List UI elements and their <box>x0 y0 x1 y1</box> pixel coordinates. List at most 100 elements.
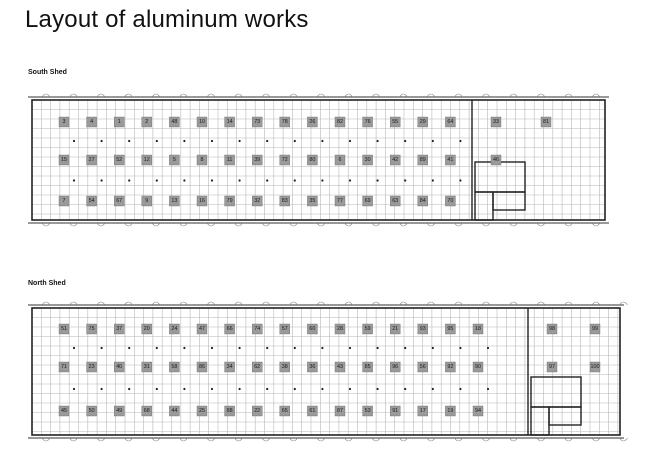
station-cell: 1 <box>113 116 125 128</box>
station-cell: 86 <box>196 361 208 373</box>
station-number: 14 <box>227 119 233 125</box>
station-box <box>113 323 125 335</box>
station-box <box>472 361 484 373</box>
station-box <box>307 116 318 128</box>
station-cell: 79 <box>224 195 235 207</box>
station-number: 86 <box>199 364 205 370</box>
station-cell: 66 <box>224 323 235 335</box>
station-box <box>169 116 180 128</box>
station-number: 3 <box>63 119 66 125</box>
station-box <box>589 361 601 373</box>
station-box <box>445 116 456 128</box>
station-box <box>113 405 125 417</box>
station-cell: 98 <box>546 323 558 335</box>
station-box <box>546 361 558 373</box>
station-box <box>490 154 502 166</box>
station-number: 66 <box>227 326 233 332</box>
station-number: 26 <box>309 119 315 125</box>
station-cell: 10 <box>196 116 208 128</box>
station-cell: 60 <box>307 323 318 335</box>
station-box <box>169 323 180 335</box>
station-number: 48 <box>171 119 177 125</box>
station-cell: 3 <box>58 116 70 128</box>
station-number: 64 <box>447 119 453 125</box>
station-cell: 89 <box>417 154 428 166</box>
station-number: 45 <box>61 408 67 414</box>
station-number: 23 <box>89 364 95 370</box>
page-title: Layout of aluminum works <box>25 6 309 33</box>
station-cell: 87 <box>334 405 346 417</box>
station-box <box>251 323 263 335</box>
station-box <box>113 116 125 128</box>
station-cell: 37 <box>113 323 125 335</box>
station-cell: 73 <box>251 116 263 128</box>
station-number: 58 <box>171 364 177 370</box>
station-number: 81 <box>543 119 549 125</box>
station-number: 99 <box>592 326 598 332</box>
station-box <box>307 323 318 335</box>
station-box <box>58 405 70 417</box>
station-cell: 59 <box>362 323 373 335</box>
station-box <box>169 154 180 166</box>
station-box <box>362 323 373 335</box>
station-box <box>334 323 346 335</box>
station-box <box>390 361 401 373</box>
station-number: 59 <box>365 326 371 332</box>
station-cell: 56 <box>417 361 428 373</box>
station-number: 52 <box>116 157 122 163</box>
station-number: 76 <box>365 119 371 125</box>
station-box <box>540 116 552 128</box>
station-number: 27 <box>89 157 95 163</box>
south-shed-label: South Shed <box>28 69 67 76</box>
station-cell: 11 <box>224 154 235 166</box>
station-box <box>490 116 502 128</box>
station-box <box>546 323 558 335</box>
station-number: 71 <box>61 364 67 370</box>
station-number: 82 <box>337 119 343 125</box>
station-box <box>390 116 401 128</box>
station-number: 95 <box>447 326 453 332</box>
station-cell: 9 <box>141 195 153 207</box>
station-box <box>196 361 208 373</box>
station-number: 53 <box>365 408 371 414</box>
station-number: 5 <box>173 157 176 163</box>
station-cell: 26 <box>307 116 318 128</box>
station-cell: 54 <box>86 195 97 207</box>
station-box <box>390 195 401 207</box>
station-cell: 55 <box>390 116 401 128</box>
station-number: 8 <box>201 157 204 163</box>
station-cell: 74 <box>251 323 263 335</box>
station-box <box>390 154 401 166</box>
station-box <box>58 154 70 166</box>
station-cell: 28 <box>334 323 346 335</box>
station-cell: 38 <box>279 361 290 373</box>
station-number: 47 <box>199 326 205 332</box>
station-cell: 78 <box>279 116 290 128</box>
station-cell: 39 <box>251 154 263 166</box>
station-number: 25 <box>199 408 205 414</box>
station-number: 73 <box>254 119 260 125</box>
station-cell: 90 <box>472 361 484 373</box>
station-cell: 50 <box>86 405 97 417</box>
station-box <box>334 154 346 166</box>
station-cell: 45 <box>58 405 70 417</box>
station-box <box>141 154 153 166</box>
station-box <box>472 405 484 417</box>
station-number: 89 <box>420 157 426 163</box>
station-number: 49 <box>116 408 122 414</box>
station-cell: 12 <box>141 154 153 166</box>
station-cell: 70 <box>445 195 456 207</box>
station-box <box>224 323 235 335</box>
station-number: 24 <box>171 326 177 332</box>
station-number: 61 <box>309 408 315 414</box>
station-cell: 42 <box>390 154 401 166</box>
station-box <box>196 116 208 128</box>
station-cell: 96 <box>390 361 401 373</box>
station-number: 22 <box>254 408 260 414</box>
station-box <box>307 154 318 166</box>
station-cell: 51 <box>58 323 70 335</box>
station-cell: 72 <box>279 154 290 166</box>
station-box <box>390 323 401 335</box>
station-box <box>417 323 428 335</box>
station-cell: 61 <box>307 405 318 417</box>
